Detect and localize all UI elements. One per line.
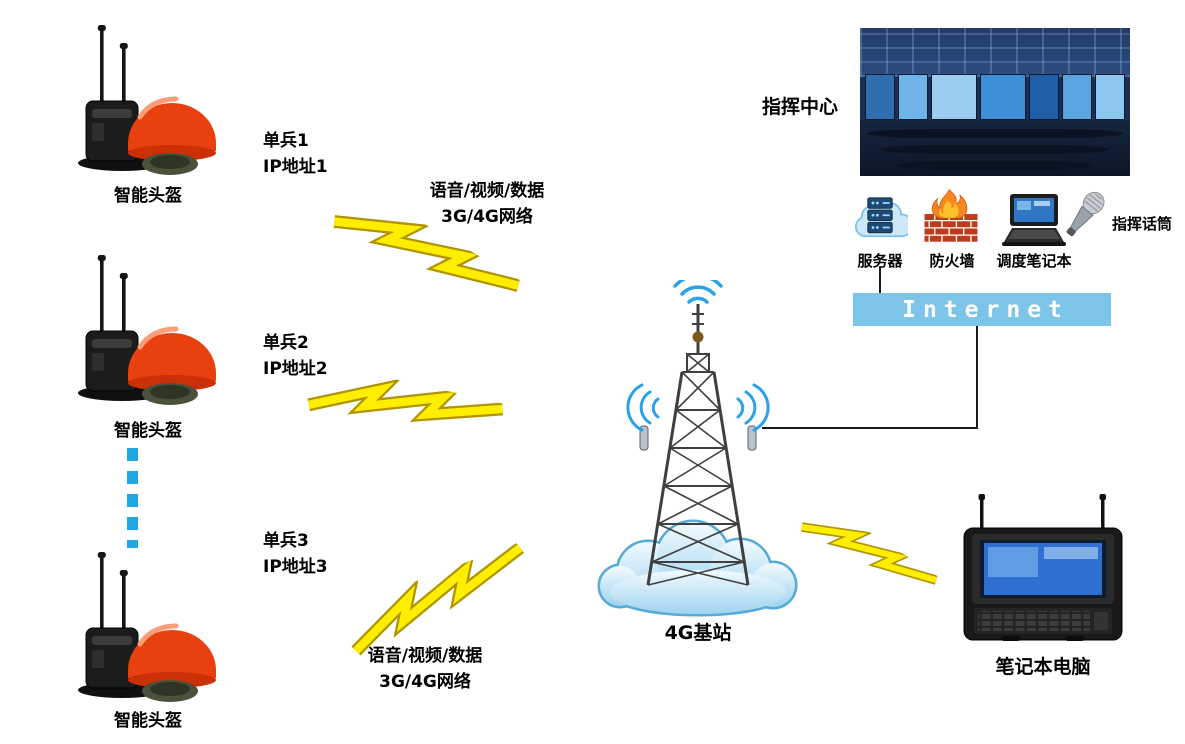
internet-bar: Internet (853, 293, 1111, 326)
microphone-label: 指挥话筒 (1112, 215, 1173, 233)
wifi-left-icon (626, 383, 660, 432)
link-label-bottom-line1: 语音/视频/数据 (367, 646, 483, 666)
soldier-3-ip: IP地址3 (263, 557, 328, 577)
soldier-1-label: 单兵1 IP地址1 (263, 128, 328, 180)
control-room-ceiling (860, 28, 1130, 77)
soldier-1-ip: IP地址1 (263, 157, 328, 177)
wifi-right-icon (736, 383, 770, 432)
link-label-bottom: 语音/视频/数据 3G/4G网络 (335, 643, 515, 695)
dispatch-laptop-icon (998, 192, 1070, 248)
smart-helmet-icon-3 (70, 552, 220, 712)
lightning-bolt-3 (335, 541, 542, 663)
server-icon (852, 188, 914, 246)
continuation-dotted-line (127, 448, 138, 548)
console-desk-row (881, 144, 1109, 154)
lightning-bolt-1 (324, 181, 526, 331)
antenna-panel-icon (639, 425, 649, 451)
internet-to-tower-line (762, 427, 978, 429)
antenna-panel-icon (747, 425, 757, 451)
link-label-top: 语音/视频/数据 3G/4G网络 (397, 178, 577, 230)
console-desk-row (897, 161, 1093, 171)
firewall-label: 防火墙 (929, 252, 975, 270)
smart-helmet-icon-2 (70, 255, 220, 415)
helmet-label-2: 智能头盔 (114, 421, 182, 441)
soldier-2-name: 单兵2 (263, 333, 309, 353)
dispatch-laptop-label: 调度笔记本 (996, 252, 1072, 270)
soldier-3-label: 单兵3 IP地址3 (263, 528, 328, 580)
smart-helmet-icon-1 (70, 25, 220, 185)
microphone-icon (1062, 186, 1108, 242)
link-label-top-line1: 语音/视频/数据 (429, 181, 545, 201)
lightning-bolt-4 (794, 497, 942, 613)
link-label-top-line2: 3G/4G网络 (441, 207, 533, 227)
field-laptop-icon (958, 494, 1128, 646)
wifi-top-icon (673, 274, 723, 304)
devices-to-internet-line (879, 266, 881, 293)
lightning-bolt-2 (301, 361, 509, 459)
server-label: 服务器 (857, 252, 903, 270)
field-laptop-label: 笔记本电脑 (995, 656, 1091, 678)
soldier-2-label: 单兵2 IP地址2 (263, 330, 328, 382)
link-label-bottom-line2: 3G/4G网络 (379, 672, 471, 692)
console-desk-row (866, 128, 1124, 138)
internet-down-line (976, 326, 978, 429)
base-station-label: 4G基站 (664, 622, 732, 644)
video-wall (865, 73, 1125, 120)
soldier-3-name: 单兵3 (263, 531, 309, 551)
soldier-1-name: 单兵1 (263, 131, 309, 151)
soldier-2-ip: IP地址2 (263, 359, 328, 379)
base-station-tower-icon (588, 274, 808, 620)
command-center-label: 指挥中心 (762, 96, 839, 118)
helmet-label-3: 智能头盔 (114, 711, 182, 731)
firewall-icon (922, 188, 980, 246)
helmet-label-1: 智能头盔 (114, 186, 182, 206)
command-center-photo (860, 28, 1130, 176)
